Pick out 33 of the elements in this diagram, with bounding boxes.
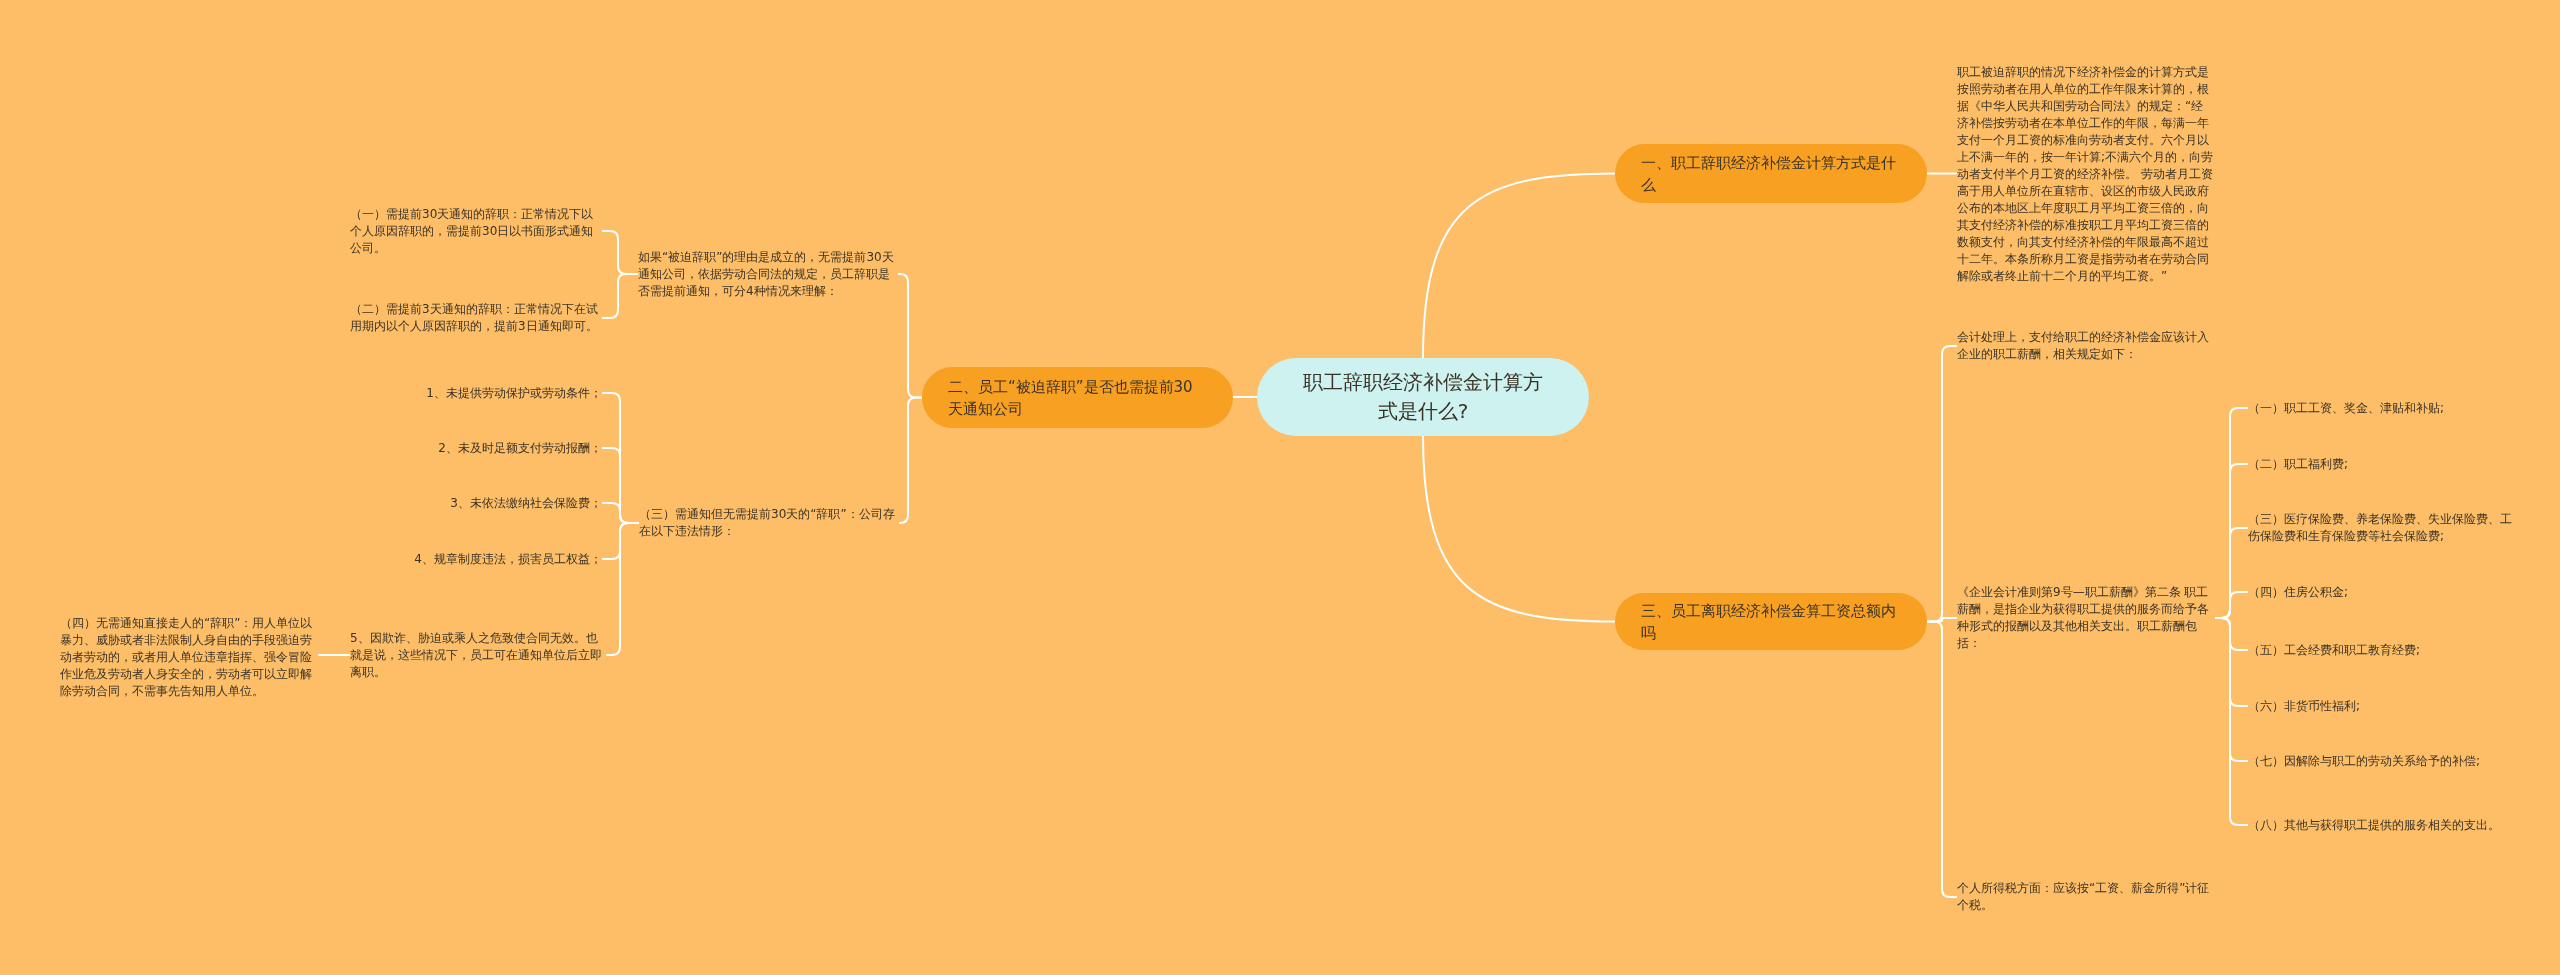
note-text: （五）工会经费和职工教育经费; bbox=[2248, 640, 2512, 660]
note-text: （二）职工福利费; bbox=[2248, 454, 2512, 474]
note-text: （二）需提前3天通知的辞职：正常情况下在试用期内以个人原因辞职的，提前3日通知即可。 bbox=[350, 291, 602, 345]
note-text: 职工被迫辞职的情况下经济补偿金的计算方式是按照劳动者在用人单位的工作年限来计算的，根据《中华人民共和国劳动合同法》的规定：“经济补偿按劳动者在本单位工作的年限，每满一年支付一个月工资的标准向劳动者支付。六个月以上不满一年的，按一年计算;不满六个月的，向劳动者支付半个月工资的经济补偿。 劳动者月工资高于用人单位所在直辖市、设区的市级人民政府公布的本地区上年度职工月平均工资三倍的，向其支付经济补偿的标准按职工月平均工资三倍的数额支付，向其支付经济补偿的年限最高不超过十二年。本条所称月工资是指劳动者在劳动合同解除或者终止前十二个月的平均工资。” bbox=[1957, 58, 2215, 290]
note-text: （一）职工工资、奖金、津贴和补贴; bbox=[2248, 398, 2512, 418]
connector-line bbox=[1422, 435, 1616, 623]
note-text: （三）需通知但无需提前30天的“辞职”：公司存在以下违法情形： bbox=[639, 505, 899, 541]
note-text: 1、未提供劳动保护或劳动条件； bbox=[350, 383, 602, 403]
note-text: 2、未及时足额支付劳动报酬； bbox=[350, 438, 602, 458]
note-text: 如果“被迫辞职”的理由是成立的，无需提前30天通知公司，依据劳动合同法的规定，员工辞职是否需提前通知，可分4种情况来理解： bbox=[638, 240, 898, 308]
note-text: （六）非货币性福利; bbox=[2248, 696, 2512, 716]
note-text: （八）其他与获得职工提供的服务相关的支出。 bbox=[2248, 806, 2512, 844]
connector-line bbox=[1232, 396, 1258, 398]
central-topic: 职工辞职经济补偿金计算方式是什么? bbox=[1257, 358, 1589, 436]
note-text: 个人所得税方面：应该按“工资、薪金所得”计征个税。 bbox=[1957, 880, 2215, 914]
note-text: （三）医疗保险费、养老保险费、失业保险费、工伤保险费和生育保险费等社会保险费; bbox=[2248, 509, 2512, 547]
connector-line bbox=[1422, 172, 1616, 359]
note-text: （一）需提前30天通知的辞职：正常情况下以个人原因辞职的，需提前30日以书面形式通知公司。 bbox=[350, 204, 602, 258]
connector-line bbox=[601, 273, 639, 319]
note-text: 3、未依法缴纳社会保险费； bbox=[350, 493, 602, 513]
branch-topic: 三、员工离职经济补偿金算工资总额内吗 bbox=[1615, 593, 1927, 650]
connector-line bbox=[1926, 172, 1958, 175]
note-text: 《企业会计准则第9号—职工薪酬》第二条 职工薪酬，是指企业为获得职工提供的服务而给予各种形式的报酬以及其他相关支出。职工薪酬包括： bbox=[1957, 582, 2215, 654]
note-text: 5、因欺诈、胁迫或乘人之危致使合同无效。也就是说，这些情况下，员工可在通知单位后立即离职。 bbox=[350, 627, 606, 683]
note-text: （四）住房公积金; bbox=[2248, 582, 2512, 602]
connector-line bbox=[317, 654, 351, 656]
branch-topic: 一、职工辞职经济补偿金计算方式是什么 bbox=[1615, 144, 1927, 203]
connector-line bbox=[898, 396, 923, 524]
note-text: （四）无需通知直接走人的“辞职”：用人单位以暴力、威胁或者非法限制人身自由的手段强迫劳动者劳动的，或者用人单位违章指挥、强令冒险作业危及劳动者人身安全的，劳动者可以立即解除劳动合同，不需事先告知用人单位。 bbox=[60, 606, 318, 708]
note-text: 4、规章制度违法，损害员工权益； bbox=[350, 549, 602, 569]
note-text: 会计处理上，支付给职工的经济补偿金应该计入企业的职工薪酬，相关规定如下： bbox=[1957, 329, 2215, 363]
note-text: （七）因解除与职工的劳动关系给予的补偿; bbox=[2248, 751, 2512, 771]
branch-topic: 二、员工“被迫辞职”是否也需提前30天通知公司 bbox=[922, 367, 1233, 428]
